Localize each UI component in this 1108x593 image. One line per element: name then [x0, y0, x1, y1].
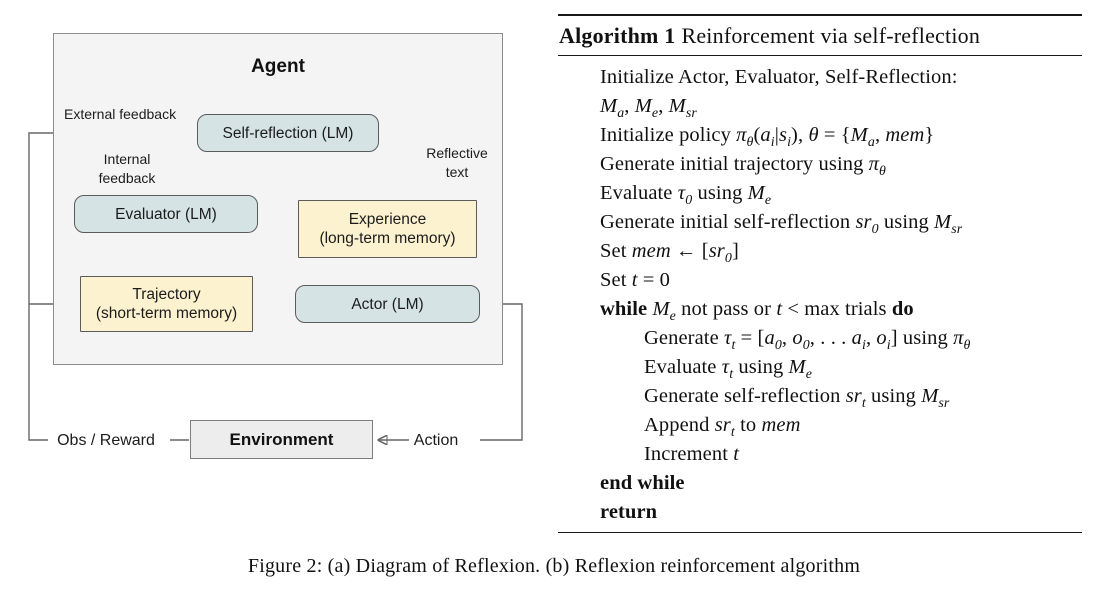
node-experience: Experience(long-term memory): [298, 200, 477, 258]
algorithm-line: Set mem ← [sr0]: [600, 240, 739, 267]
node-actor-label: Actor (LM): [351, 295, 424, 313]
algorithm-line: Generate initial trajectory using πθ: [600, 153, 886, 180]
algorithm-line: Evaluate τt using Me: [644, 356, 813, 383]
algorithm-line: Generate initial self-reflection sr0 usi…: [600, 211, 963, 238]
node-trajectory: Trajectory(short-term memory): [80, 276, 253, 332]
algorithm-mid-rule: [558, 55, 1082, 56]
algorithm-line: Append srt to mem: [644, 414, 801, 441]
node-trajectory-label: Trajectory(short-term memory): [95, 286, 238, 322]
algorithm-line: Generate τt = [a0, o0, . . . ai, oi] usi…: [644, 327, 971, 354]
node-experience-label: Experience(long-term memory): [319, 211, 456, 247]
node-self-reflection: Self-reflection (LM): [197, 114, 379, 152]
node-evaluator-label: Evaluator (LM): [115, 205, 217, 223]
algorithm-line: end while: [600, 472, 685, 494]
node-environment: Environment: [190, 420, 373, 459]
algorithm-number: Algorithm 1: [559, 23, 676, 48]
algorithm-bottom-rule: [558, 532, 1082, 533]
edge-label-action: Action: [413, 432, 459, 449]
algorithm-body: Initialize Actor, Evaluator, Self-Reflec…: [558, 56, 1082, 532]
algorithm-line: Initialize Actor, Evaluator, Self-Reflec…: [600, 66, 958, 88]
agent-title: Agent: [251, 56, 305, 77]
algorithm-title-text: Reinforcement via self-reflection: [681, 23, 981, 48]
figure-caption: Figure 2: (a) Diagram of Reflexion. (b) …: [247, 555, 861, 577]
node-evaluator: Evaluator (LM): [74, 195, 258, 233]
algorithm-line: return: [600, 501, 658, 523]
algorithm-line: Ma, Me, Msr: [600, 95, 697, 122]
node-actor: Actor (LM): [295, 285, 480, 323]
edge-label-obs-reward: Obs / Reward: [57, 432, 155, 449]
algorithm-line: Increment t: [644, 443, 740, 465]
node-environment-label: Environment: [229, 430, 334, 449]
algorithm-line: Initialize policy πθ(ai|si), θ = {Ma, me…: [600, 124, 935, 151]
algorithm-line: while Me not pass or t < max trials do: [600, 298, 914, 325]
algorithm-line: Generate self-reflection srt using Msr: [644, 385, 950, 412]
algorithm-line: Evaluate τ0 using Me: [600, 182, 772, 209]
algorithm-line: Set t = 0: [600, 269, 670, 291]
node-self-reflection-label: Self-reflection (LM): [222, 124, 354, 142]
algorithm-top-rule: [558, 14, 1082, 16]
edge-label-external-feedback: External feedback: [64, 106, 177, 122]
